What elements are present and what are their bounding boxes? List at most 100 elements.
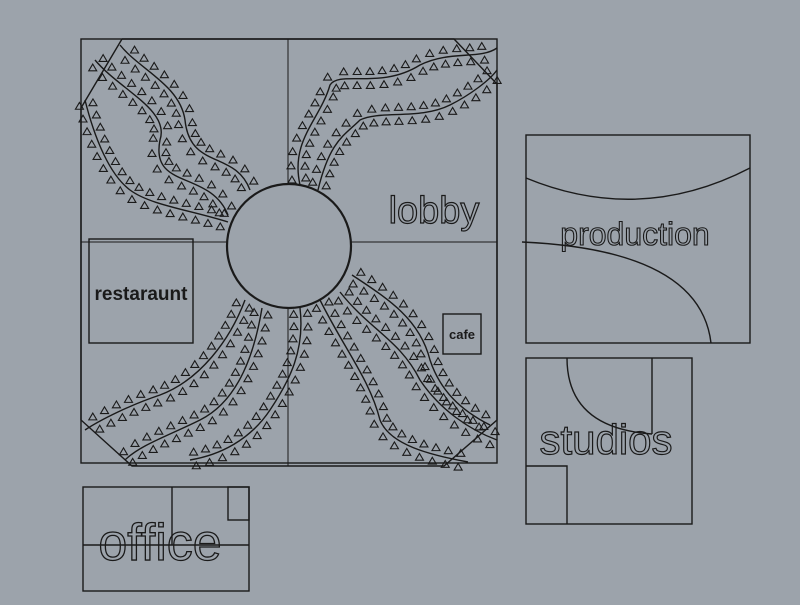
triangle-marker [451, 406, 462, 415]
triangle-marker [190, 128, 201, 138]
triangle-marker [329, 157, 340, 166]
triangle-marker [130, 438, 140, 448]
lobby-inner-boundary [80, 38, 498, 467]
pinwheel-arm-curve [189, 307, 302, 461]
triangle-marker [180, 367, 191, 377]
triangle-marker [433, 356, 443, 366]
triangle-marker [182, 168, 193, 177]
triangle-marker [460, 395, 471, 405]
triangle-marker [479, 55, 490, 64]
triangle-marker [457, 408, 468, 418]
triangle-marker [215, 149, 226, 158]
triangle-marker [149, 123, 159, 133]
triangle-marker [139, 53, 150, 62]
triangle-marker [231, 297, 242, 307]
triangle-marker [358, 121, 369, 130]
triangle-marker [141, 432, 152, 441]
triangle-marker [424, 48, 435, 57]
triangle-marker [206, 341, 217, 350]
triangle-marker [401, 447, 412, 456]
office-closet [227, 486, 250, 521]
triangle-marker [270, 409, 281, 419]
triangle-marker [389, 309, 399, 318]
triangle-marker [181, 198, 192, 207]
triangle-marker [137, 105, 148, 115]
triangle-marker [236, 385, 247, 395]
triangle-marker [126, 78, 137, 87]
triangle-marker [117, 412, 128, 421]
triangle-marker [239, 163, 250, 173]
triangle-marker [394, 116, 404, 125]
triangle-marker [352, 108, 363, 117]
triangle-marker [362, 364, 373, 374]
triangle-marker [189, 359, 200, 369]
triangle-marker [159, 69, 170, 79]
triangle-marker [88, 97, 98, 107]
triangle-marker [207, 198, 218, 208]
triangle-marker [177, 133, 188, 143]
triangle-marker [405, 72, 416, 81]
triangle-marker [381, 116, 392, 126]
triangle-marker [212, 439, 223, 449]
triangle-marker [303, 109, 314, 118]
central-atrium [225, 182, 353, 310]
triangle-marker [232, 327, 243, 336]
triangle-marker [195, 422, 206, 432]
triangle-marker [206, 204, 217, 214]
triangle-marker [464, 42, 475, 52]
office-label: office [98, 514, 221, 572]
triangle-marker [105, 175, 116, 184]
triangle-marker [290, 375, 301, 384]
triangle-marker [473, 73, 483, 83]
pinwheel-arms [84, 44, 498, 463]
triangle-marker [342, 306, 353, 315]
triangle-marker [177, 386, 188, 395]
triangle-marker [317, 315, 328, 324]
triangle-marker [411, 337, 422, 347]
triangle-marker [204, 143, 215, 153]
triangle-marker [302, 322, 313, 331]
triangle-marker [159, 438, 170, 448]
triangle-marker [230, 173, 241, 183]
triangle-marker [418, 100, 429, 109]
triangle-marker [136, 86, 147, 96]
triangle-marker [196, 137, 206, 146]
triangle-marker [251, 411, 262, 420]
triangle-marker [476, 41, 487, 50]
triangle-marker [148, 384, 159, 394]
triangle-marker [284, 387, 295, 396]
triangle-marker [328, 91, 339, 101]
studios-building [525, 357, 693, 525]
triangle-marker [361, 305, 372, 314]
triangle-marker [228, 396, 238, 406]
triangle-marker [236, 182, 247, 192]
cafe-room [442, 313, 482, 355]
triangle-marker [291, 133, 302, 142]
triangle-marker [94, 424, 105, 433]
triangle-marker [199, 369, 210, 379]
triangle-marker [311, 303, 322, 312]
triangle-marker [210, 161, 221, 171]
triangle-marker [440, 459, 451, 468]
triangle-marker [288, 321, 299, 331]
triangle-marker [134, 182, 144, 191]
triangle-marker [86, 139, 97, 148]
triangle-marker [419, 392, 430, 401]
triangle-marker [287, 146, 298, 156]
triangle-marker [271, 380, 282, 389]
triangle-marker [390, 331, 401, 340]
triangle-marker [111, 399, 122, 409]
triangle-marker [336, 319, 347, 329]
triangle-marker [309, 127, 320, 136]
triangle-marker [329, 308, 340, 317]
triangle-marker [480, 409, 491, 419]
triangle-marker [490, 426, 501, 436]
triangle-marker [258, 401, 269, 411]
triangle-marker [217, 388, 228, 397]
triangle-marker [215, 221, 226, 231]
triangle-marker [467, 415, 478, 424]
triangle-marker [452, 87, 463, 97]
triangle-marker [407, 115, 418, 125]
triangle-marker [241, 439, 252, 448]
